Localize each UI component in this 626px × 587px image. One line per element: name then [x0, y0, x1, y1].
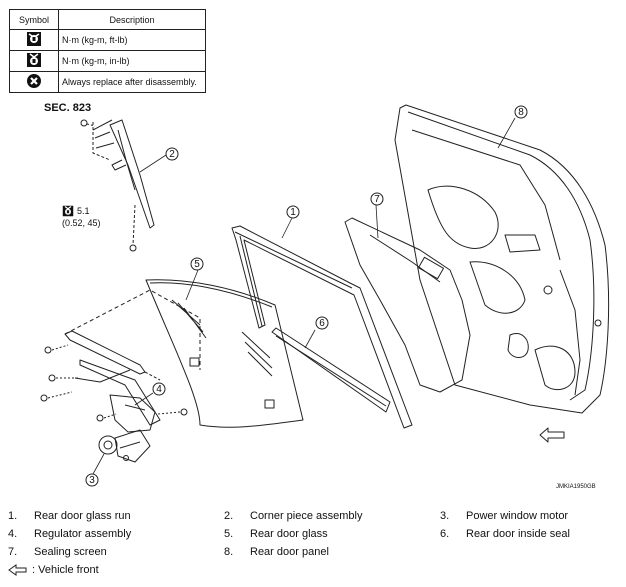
rear-door-glass-run	[231, 225, 413, 429]
callout-5-label: 5	[194, 259, 200, 270]
torque-wrench-small-icon	[62, 205, 74, 217]
part-item: 7.Sealing screen	[8, 546, 107, 558]
rear-door-glass	[145, 279, 304, 428]
sealing-screen	[344, 217, 471, 393]
section-label: SEC. 823	[44, 102, 92, 114]
vehicle-front-label: : Vehicle front	[32, 564, 99, 576]
callout-7-label: 7	[374, 194, 380, 205]
callout-7	[370, 192, 384, 206]
callout-4-label: 4	[156, 384, 162, 395]
callout-2-label: 2	[169, 149, 175, 160]
part-item: 1.Rear door glass run	[8, 510, 131, 522]
parts-list: 1.Rear door glass run 2.Corner piece ass…	[8, 510, 570, 564]
torque-wrench-small-icon	[9, 50, 59, 72]
callout-1	[286, 205, 300, 219]
torque-spec: 5.1 (0.52, 45)	[62, 205, 101, 229]
vehicle-front-arrow-icon	[539, 427, 565, 443]
callout-8	[514, 105, 528, 119]
callout-1-label: 1	[290, 207, 296, 218]
vehicle-front-arrow-icon	[8, 564, 27, 576]
corner-piece-assembly	[80, 119, 155, 252]
part-item: 3.Power window motor	[440, 510, 569, 522]
torque-detail: (0.52, 45)	[62, 218, 101, 228]
callout-5	[190, 257, 204, 271]
part-item: 8.Rear door panel	[224, 546, 329, 558]
rear-door-panel	[394, 104, 610, 414]
part-item: 4.Regulator assembly	[8, 528, 132, 540]
callout-3	[85, 473, 99, 487]
legend-table: Symbol Description N·m (kg-m, ft-lb) N·m…	[9, 9, 206, 93]
torque-wrench-icon	[9, 29, 59, 51]
vehicle-front-legend: : Vehicle front	[8, 564, 99, 576]
exploded-door-diagram: 1 2 3 4 5 6 7 8	[40, 104, 610, 487]
part-item: 6.Rear door inside seal	[440, 528, 570, 540]
part-item: 5.Rear door glass	[224, 528, 328, 540]
callout-6-label: 6	[319, 318, 325, 329]
callout-3-label: 3	[89, 475, 95, 486]
callout-8-label: 8	[518, 107, 524, 118]
regulator-assembly	[40, 289, 201, 433]
callout-6	[315, 316, 329, 330]
rear-door-inside-seal	[271, 327, 391, 413]
callout-2	[165, 147, 179, 161]
callout-4	[152, 382, 166, 396]
power-window-motor	[98, 429, 151, 463]
torque-value: 5.1	[77, 206, 90, 216]
legend-desc-3: Always replace after disassembly.	[58, 71, 206, 93]
callouts	[85, 105, 528, 487]
part-item: 2.Corner piece assembly	[224, 510, 363, 522]
image-code: JMKIA1950GB	[556, 484, 596, 490]
